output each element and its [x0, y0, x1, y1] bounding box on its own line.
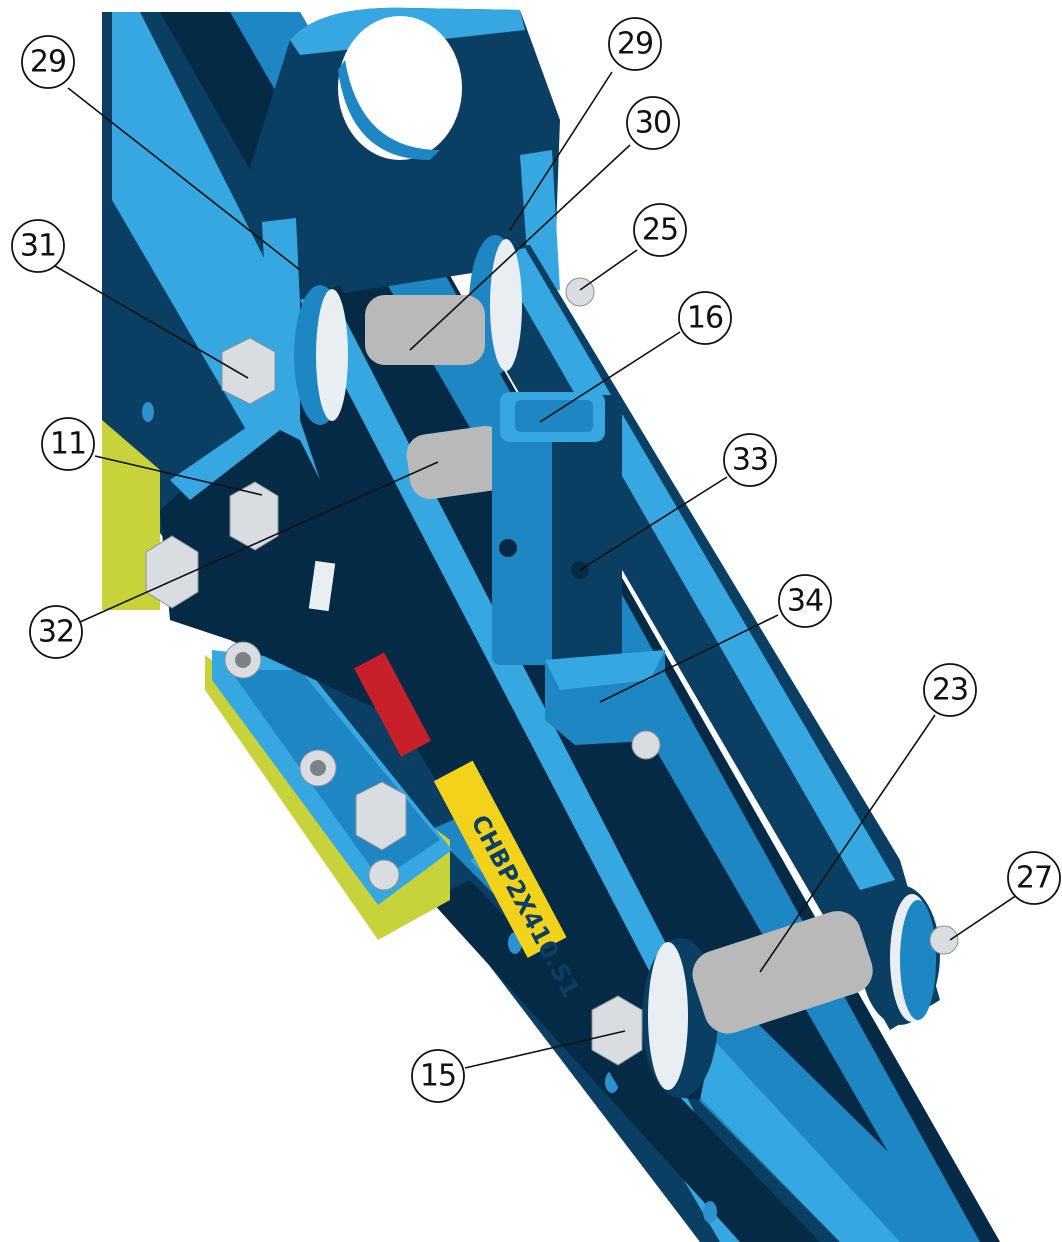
bottom-pin-assembly	[642, 911, 873, 1098]
svg-text:23: 23	[932, 673, 968, 708]
callout-15: 15	[411, 1049, 465, 1103]
hitch-eye	[338, 16, 462, 160]
top-pin	[365, 295, 485, 365]
top-pin-assembly	[294, 235, 522, 425]
lock-nuts	[224, 277, 959, 955]
svg-text:15: 15	[420, 1059, 456, 1094]
svg-text:25: 25	[642, 213, 678, 248]
callout-34: 34	[778, 574, 832, 628]
tube-clamp	[545, 650, 665, 745]
svg-text:31: 31	[20, 229, 56, 264]
qr-label	[308, 560, 336, 612]
callout-29a: 29	[21, 35, 75, 89]
square-tube	[492, 392, 622, 665]
svg-text:34: 34	[787, 584, 823, 619]
svg-text:16: 16	[687, 301, 723, 336]
hitch-bracket	[240, 7, 560, 415]
leader-lines	[54, 71, 1021, 1069]
callout-29b: 29	[608, 17, 662, 71]
hex-bolt-15	[591, 995, 643, 1066]
svg-text:33: 33	[732, 443, 768, 478]
svg-text:27: 27	[1016, 861, 1052, 896]
svg-text:29: 29	[617, 27, 653, 62]
hex-bolts	[145, 337, 643, 1066]
callout-25: 25	[633, 203, 687, 257]
callout-16: 16	[678, 291, 732, 345]
callout-32: 32	[29, 605, 83, 659]
bottom-pin	[692, 911, 873, 1034]
nut-27	[929, 925, 959, 955]
svg-text:32: 32	[38, 615, 74, 650]
callout-11: 11	[41, 417, 95, 471]
callout-30: 30	[626, 96, 680, 150]
callout-33: 33	[723, 433, 777, 487]
hex-bolt-31	[221, 337, 276, 405]
hex-bolt-lower	[355, 781, 407, 851]
middle-pin	[406, 425, 510, 500]
svg-text:30: 30	[635, 106, 671, 141]
callout-31: 31	[11, 219, 65, 273]
svg-text:29: 29	[30, 45, 66, 80]
decal-red	[354, 652, 432, 757]
svg-text:11: 11	[50, 427, 86, 462]
callout-23: 23	[923, 663, 977, 717]
hex-bolt-11	[229, 481, 279, 551]
callout-27: 27	[1007, 851, 1061, 905]
